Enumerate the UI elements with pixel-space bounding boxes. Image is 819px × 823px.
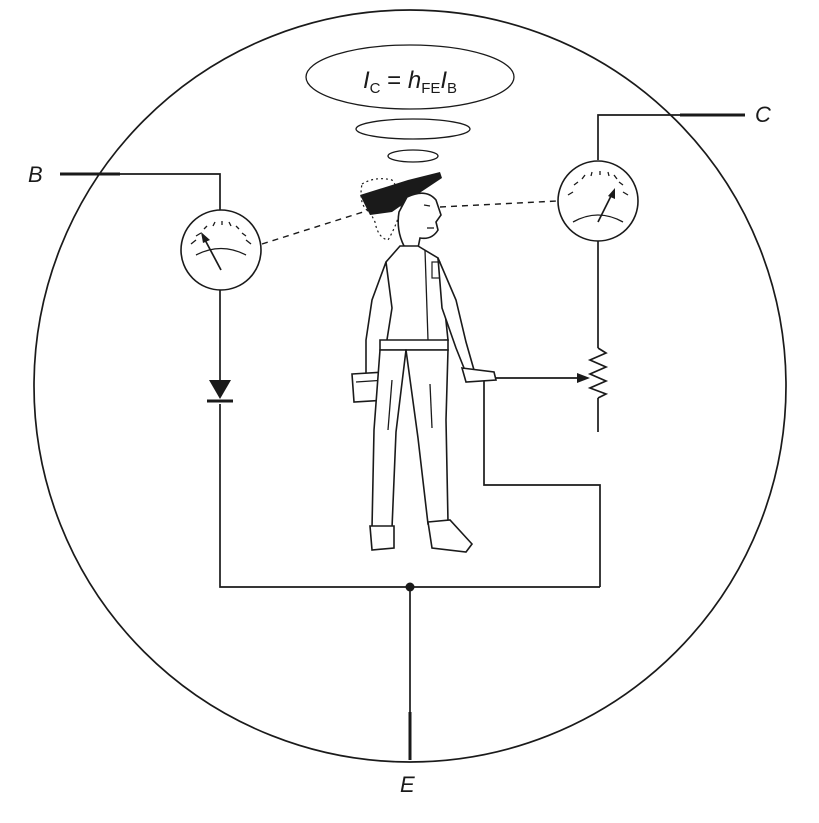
eq-gain-symbol: h	[408, 67, 421, 94]
emitter-label: E	[400, 772, 415, 797]
collector-label: C	[755, 102, 771, 127]
gaze-line-base	[261, 205, 383, 245]
base-ammeter-icon	[180, 209, 262, 291]
engineer-figure	[351, 172, 498, 553]
bubble-puff-small	[387, 149, 439, 163]
base-wire-top	[120, 173, 221, 212]
transistor-envelope	[33, 9, 787, 763]
feedback-wire	[483, 378, 601, 587]
base-label: B	[28, 162, 43, 187]
bubble-puff-large	[355, 118, 471, 140]
eq-rhs-symbol: I	[440, 67, 447, 94]
equation: IC = hFEIB	[363, 67, 457, 97]
base-wire-bottom	[219, 404, 600, 588]
eq-gain-sub: FE	[421, 80, 440, 97]
eq-lhs-sub: C	[370, 80, 381, 97]
collector-wire-top	[597, 114, 680, 160]
collector-ammeter-icon	[557, 160, 639, 242]
emitter-junction	[405, 582, 415, 592]
eq-lhs-symbol: I	[363, 67, 370, 94]
thought-bubble: IC = hFEIB	[305, 44, 515, 163]
eq-rhs-sub: B	[447, 80, 457, 97]
gaze-line-collector	[439, 200, 558, 208]
wiper-arrow	[577, 373, 590, 383]
equation-bubble	[305, 44, 515, 110]
variable-resistor-icon	[587, 347, 609, 399]
diode-icon	[207, 366, 233, 403]
eq-equals: =	[380, 67, 407, 94]
